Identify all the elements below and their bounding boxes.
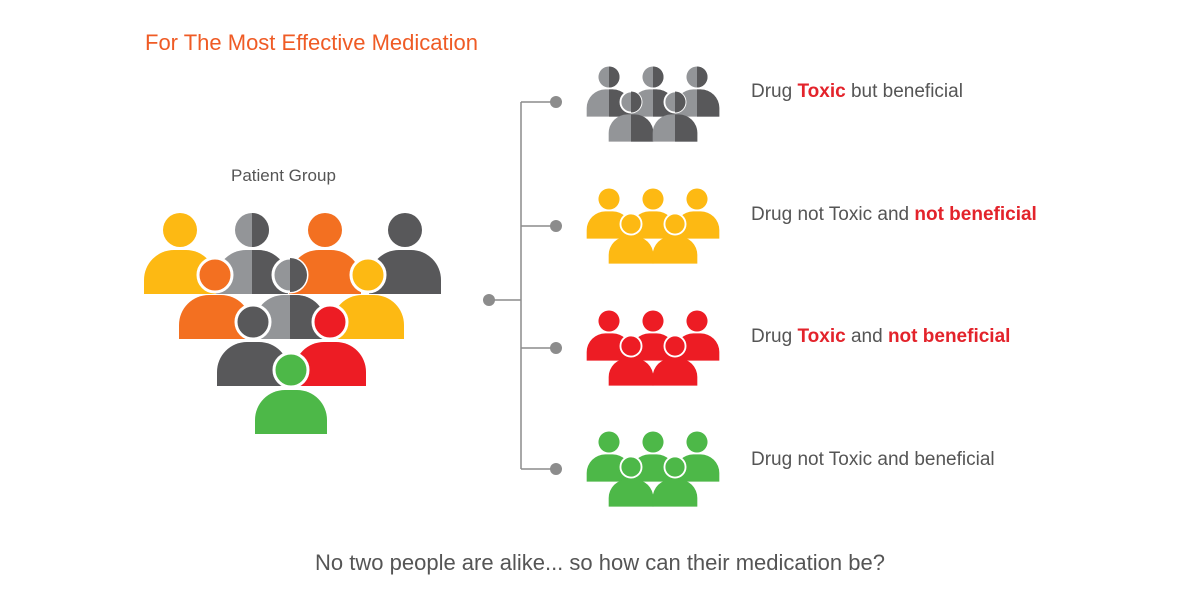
bottom-caption: No two people are alike... so how can th… bbox=[315, 550, 885, 575]
patient-group bbox=[144, 213, 441, 434]
person-icon bbox=[652, 334, 698, 386]
person-icon bbox=[254, 256, 326, 339]
person-icon bbox=[630, 188, 676, 239]
connector-dot-icon bbox=[483, 294, 495, 306]
person-icon bbox=[674, 431, 720, 482]
connector-dot-icon bbox=[550, 220, 562, 232]
person-icon bbox=[144, 213, 216, 294]
person-icon bbox=[369, 213, 441, 294]
person-icon bbox=[586, 188, 632, 239]
patient-group-label: Patient Group bbox=[231, 166, 336, 185]
connector-dot-icon bbox=[550, 342, 562, 354]
outcome-group-nontoxic-beneficial bbox=[586, 431, 720, 507]
person-icon bbox=[608, 334, 654, 386]
outcome-group-toxic-beneficial bbox=[586, 66, 720, 142]
person-icon bbox=[652, 212, 698, 264]
person-icon bbox=[652, 455, 698, 507]
person-icon bbox=[630, 310, 676, 361]
outcome-label-4: Drug not Toxic and beneficial bbox=[751, 449, 995, 470]
person-icon bbox=[586, 310, 632, 361]
person-icon bbox=[630, 431, 676, 482]
person-icon bbox=[332, 256, 404, 339]
outcome-label-1: Drug Toxic but beneficial bbox=[751, 81, 963, 102]
outcome-group-nontoxic-nonbeneficial bbox=[586, 188, 720, 264]
outcome-group-toxic-nonbeneficial bbox=[586, 310, 720, 386]
connector-dot-icon bbox=[550, 96, 562, 108]
outcome-label-3: Drug Toxic and not beneficial bbox=[751, 326, 1011, 347]
person-icon bbox=[652, 90, 698, 142]
person-icon bbox=[586, 431, 632, 482]
connector-tree bbox=[483, 96, 562, 475]
person-icon bbox=[608, 212, 654, 264]
connector-dot-icon bbox=[550, 463, 562, 475]
person-icon bbox=[179, 256, 251, 339]
person-icon bbox=[674, 188, 720, 239]
person-icon bbox=[217, 303, 289, 386]
person-icon bbox=[608, 90, 654, 142]
outcome-label-2: Drug not Toxic and not beneficial bbox=[751, 204, 1037, 225]
person-icon bbox=[294, 303, 366, 386]
person-icon bbox=[289, 213, 361, 294]
person-icon bbox=[255, 351, 327, 434]
person-icon bbox=[608, 455, 654, 507]
person-icon bbox=[630, 66, 676, 117]
person-icon bbox=[674, 66, 720, 117]
person-icon bbox=[674, 310, 720, 361]
page-title: For The Most Effective Medication bbox=[145, 30, 478, 55]
